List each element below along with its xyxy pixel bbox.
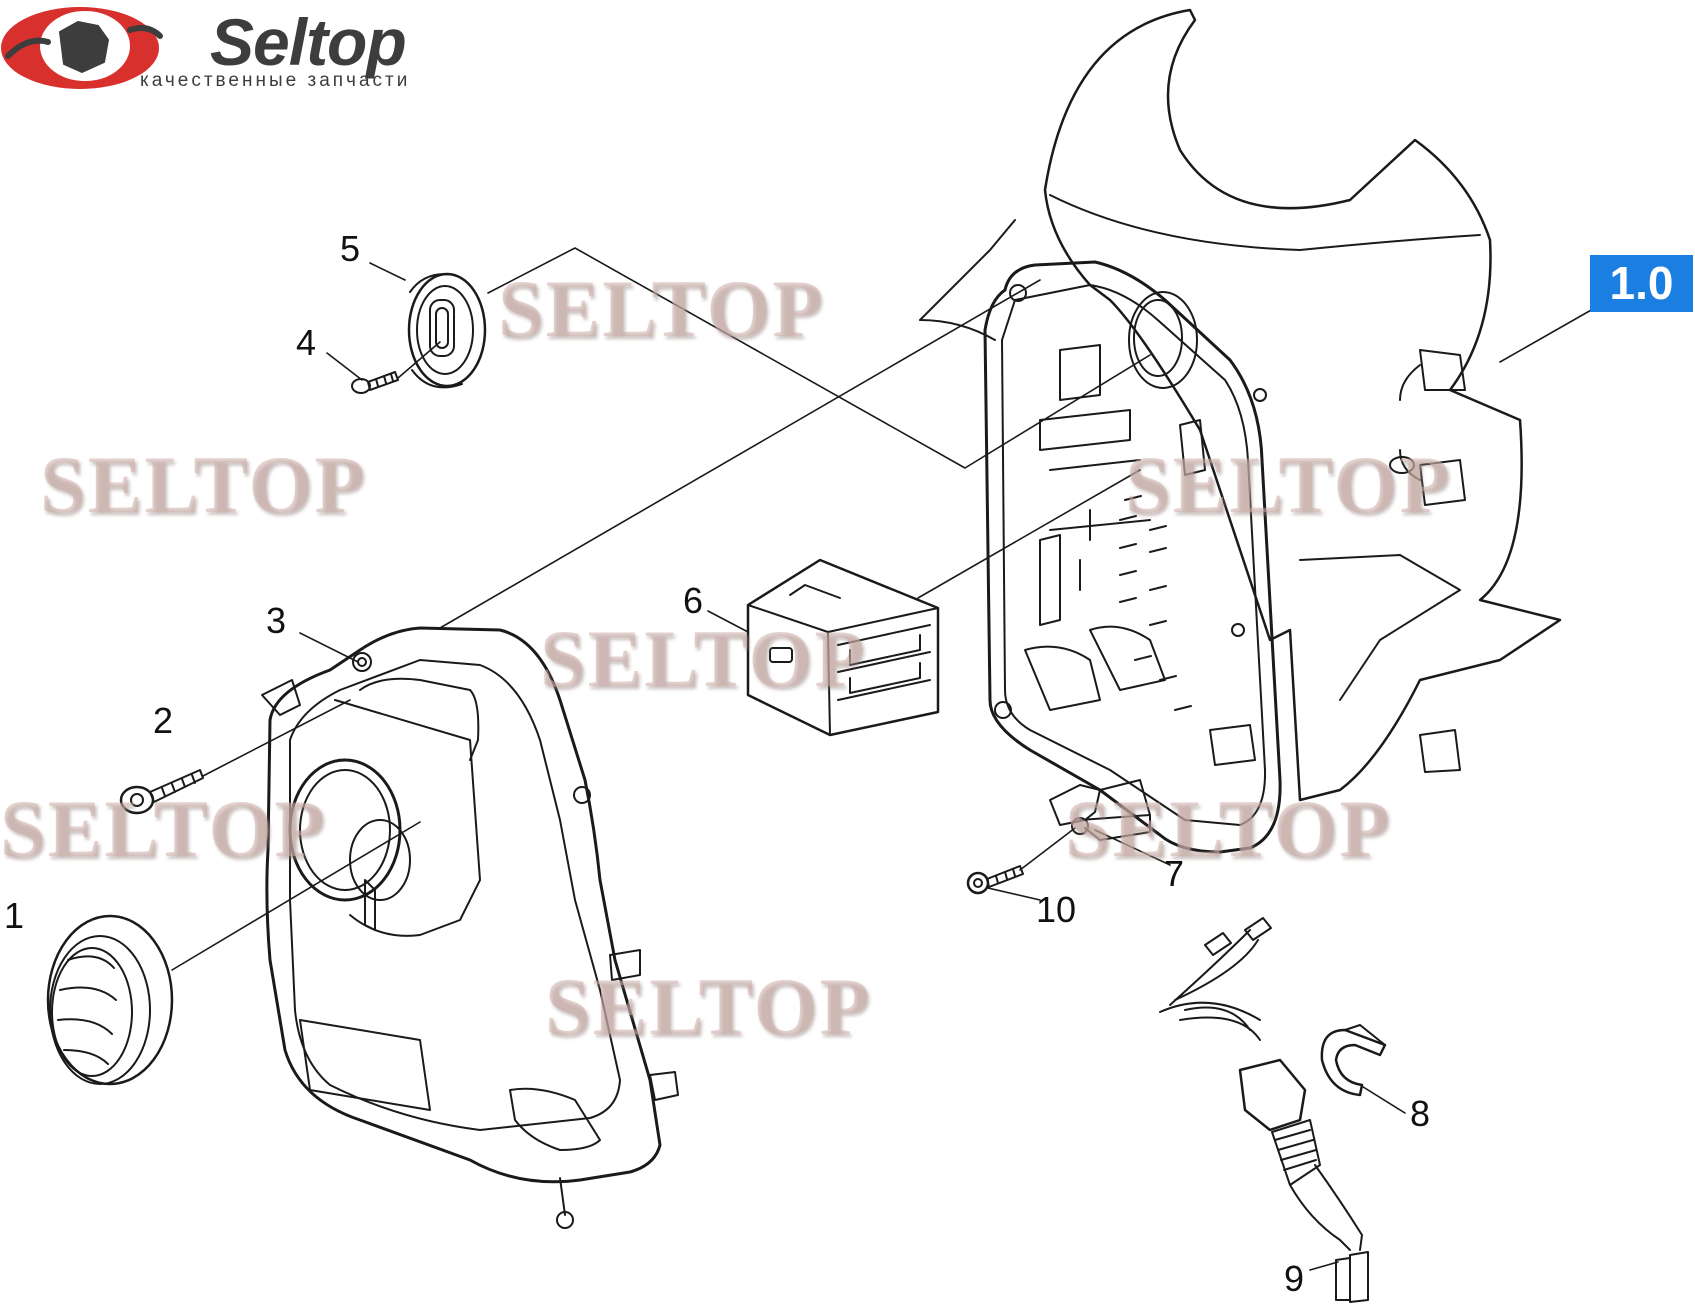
assembly-line-grommet xyxy=(487,247,1151,469)
group-label-badge: 1.0 xyxy=(1590,255,1693,312)
leader-part-2 xyxy=(202,699,351,777)
logo-name: Seltop xyxy=(210,5,407,79)
watermark: SELTOP xyxy=(0,783,327,874)
leader-part-8 xyxy=(1359,1084,1406,1114)
callout-1: 1 xyxy=(4,895,25,936)
assembly-line-screw-4 xyxy=(397,341,441,379)
part-6-connector-block xyxy=(746,558,940,737)
watermark: SELTOP xyxy=(1065,783,1392,874)
part-7-clip xyxy=(1049,779,1151,841)
assembly-line-block xyxy=(917,469,1141,599)
part-9-cable xyxy=(1159,917,1369,1303)
watermark: SELTOP xyxy=(540,613,867,704)
part-4-screw xyxy=(351,371,399,394)
leader-part-5 xyxy=(369,262,406,281)
logo-tagline: качественные запчасти xyxy=(140,70,411,91)
callout-10: 10 xyxy=(1036,889,1077,930)
part-3-front-cover xyxy=(261,626,679,1229)
watermark: SELTOP xyxy=(40,439,367,530)
assembly-line-cover xyxy=(439,279,1041,629)
callout-6: 6 xyxy=(683,580,704,621)
callout-7: 7 xyxy=(1164,853,1185,894)
watermark: SELTOP xyxy=(545,961,872,1052)
callout-9: 9 xyxy=(1284,1258,1305,1299)
callout-2: 2 xyxy=(153,700,174,741)
part-8-retaining-clip xyxy=(1320,1024,1387,1097)
leader-part-3 xyxy=(299,632,359,663)
callout-5: 5 xyxy=(340,228,361,269)
leader-part-7 xyxy=(1094,829,1171,866)
part-2-screw xyxy=(119,769,204,815)
leader-part-6 xyxy=(707,610,749,633)
part-1-knob xyxy=(46,914,174,1086)
part-10-screw xyxy=(966,865,1024,895)
leader-lines xyxy=(171,247,1601,1271)
part-base-housing xyxy=(919,8,1562,854)
part-5-grommet xyxy=(407,272,487,389)
leader-part-1 xyxy=(171,821,421,971)
watermark: SELTOP xyxy=(498,263,825,354)
leader-part-4 xyxy=(326,352,363,381)
callout-4: 4 xyxy=(296,322,317,363)
logo-emblem xyxy=(1,7,163,89)
callout-3: 3 xyxy=(266,600,287,641)
assembly-line-screw-10 xyxy=(1019,827,1076,871)
callout-8: 8 xyxy=(1410,1093,1431,1134)
watermark: SELTOP xyxy=(1125,439,1452,530)
leader-part-9 xyxy=(1309,1261,1339,1271)
leader-part-10 xyxy=(987,887,1041,901)
leader-group-1-0 xyxy=(1499,304,1601,363)
